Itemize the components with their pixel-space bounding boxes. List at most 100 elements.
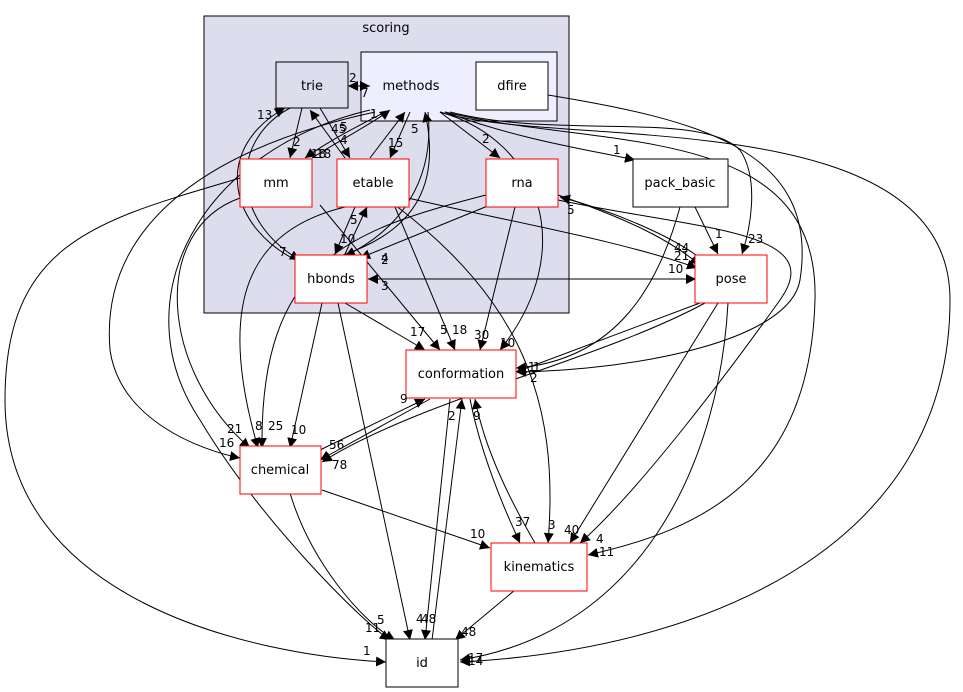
node-conformation-label: conformation (418, 367, 505, 382)
edge-label: 5 (377, 613, 385, 627)
edge-label: 44 (674, 241, 689, 255)
edge-label: 3 (548, 518, 556, 532)
node-etable-label: etable (353, 176, 394, 191)
edge-label: 23 (748, 232, 763, 246)
edge-label: 1 (715, 227, 723, 241)
edge-mm-chemical (176, 197, 251, 449)
node-hbonds-label: hbonds (307, 272, 355, 287)
node-dfire-label: dfire (497, 79, 527, 94)
cluster-methods-label: methods (383, 79, 440, 94)
edge-label: 16 (219, 436, 234, 450)
edge-conformation-id (421, 398, 451, 641)
node-trie-label: trie (301, 79, 323, 94)
edge-label: 45 (331, 122, 346, 136)
node-pose[interactable]: pose (694, 254, 768, 304)
edge-id-conformation (431, 398, 466, 641)
edge-label: 5 (567, 203, 575, 217)
edge-label: 17 (410, 325, 425, 339)
edge-dfire-conformation (515, 94, 803, 377)
edge-label: 11 (599, 545, 614, 559)
edge-etable-conformation (394, 206, 456, 351)
edge-label: 2 (381, 253, 389, 267)
edges (4, 81, 951, 667)
edge-label: 7 (361, 86, 369, 100)
edge-label: 37 (515, 515, 530, 529)
edge-label: 10 (470, 527, 485, 541)
edge-methods-pack-basic (444, 111, 636, 163)
node-trie[interactable]: trie (275, 61, 349, 109)
edge-label: 8 (255, 419, 263, 433)
edge-chemical-conformation (319, 398, 426, 451)
node-pack-basic[interactable]: pack_basic (632, 158, 729, 208)
edge-label: 11 (365, 621, 380, 635)
edge-label: 1 (363, 644, 371, 658)
edge-label: 2 (349, 71, 357, 85)
edge-label: 5 (411, 122, 419, 136)
node-conformation[interactable]: conformation (405, 349, 517, 399)
edge-label: 48 (421, 612, 436, 626)
edge-methods-mm (304, 111, 386, 159)
edge-label: 5 (350, 213, 358, 227)
edge-hbonds-chemical (287, 302, 323, 449)
edge-label: 14 (468, 654, 483, 668)
node-pose-label: pose (716, 272, 747, 287)
edge-label: 10 (500, 336, 515, 350)
cluster-scoring-label: scoring (362, 21, 409, 36)
node-id[interactable]: id (385, 638, 459, 688)
edge-label: 18 (316, 147, 331, 161)
edge-label: 2 (530, 371, 538, 385)
edge-labels: 2 7 2 45 18 18 5 4 15 13 5 1 2 1 23 5 10… (219, 71, 763, 668)
edge-label: 1 (528, 360, 536, 374)
edge-label: 2 (482, 132, 490, 146)
edge-mm-conformation (319, 204, 441, 351)
edge-label: 21 (227, 422, 242, 436)
edge-label: 30 (474, 328, 489, 342)
edge-etable-methods (369, 111, 406, 159)
edge-etable-chemical (239, 206, 346, 449)
edge-rna-kinematics (557, 199, 792, 544)
edge-pose-id (459, 302, 729, 664)
edge-label: 1 (533, 360, 541, 374)
edge-label: 10 (668, 262, 683, 276)
node-rna-label: rna (511, 176, 532, 191)
edge-hbonds-id (337, 302, 413, 641)
node-chemical-label: chemical (251, 463, 309, 478)
edge-hbonds-etable (344, 206, 368, 255)
edge-label: 18 (452, 323, 467, 337)
node-rna[interactable]: rna (485, 158, 559, 208)
edge-label: 1 (370, 107, 378, 121)
edge-label: 1 (613, 143, 621, 157)
node-hbonds[interactable]: hbonds (294, 254, 368, 304)
edge-hbonds-trie (236, 107, 301, 263)
edge-label: 78 (332, 458, 347, 472)
node-etable[interactable]: etable (336, 158, 410, 208)
edge-trie-etable (319, 107, 351, 159)
edge-etable-kinematics (394, 204, 554, 544)
edge-label: 15 (388, 136, 403, 150)
node-id-label: id (416, 656, 428, 671)
edge-label: 5 (440, 323, 448, 337)
edge-etable-pose (394, 194, 698, 270)
edge-methods-hbonds (344, 111, 430, 257)
edge-label: 4 (596, 532, 604, 546)
edge-kinematics-id (454, 589, 516, 641)
edge-label: 3 (381, 279, 389, 293)
edge-etable-hbonds (334, 206, 356, 255)
edge-label: 2 (448, 409, 456, 423)
edge-etable-trie (309, 109, 346, 159)
edge-label: 40 (564, 523, 579, 537)
edge-label: 18 (311, 147, 326, 161)
edge-pose-conformation (515, 302, 701, 374)
node-dfire[interactable]: dfire (475, 61, 549, 111)
edge-label: 21 (674, 249, 689, 263)
edge-mm-methods (311, 109, 391, 159)
node-mm[interactable]: mm (239, 158, 313, 208)
node-chemical[interactable]: chemical (239, 445, 322, 495)
edge-label: 25 (268, 419, 283, 433)
edge-label: 56 (329, 438, 344, 452)
edge-label: 4 (340, 133, 348, 147)
node-kinematics[interactable]: kinematics (490, 542, 588, 592)
edge-methods-id (439, 111, 951, 667)
edge-methods-etable (389, 111, 411, 159)
